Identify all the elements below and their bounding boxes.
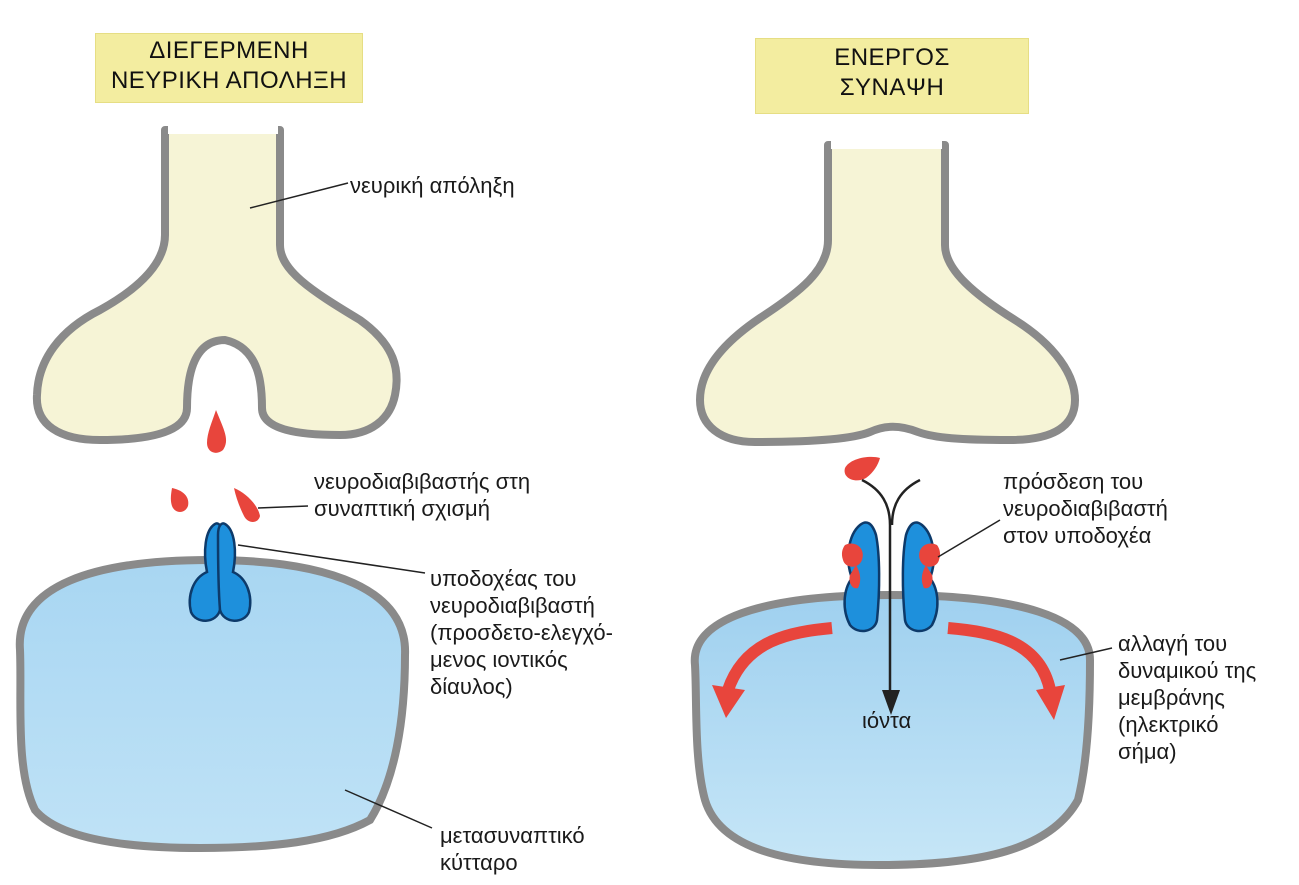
label-receptor-line-2: νευροδιαβιβαστή xyxy=(430,592,613,619)
left-transmitter-drop-1 xyxy=(207,410,226,453)
label-binding-line-2: νευροδιαβιβαστή xyxy=(1003,495,1168,522)
label-potential-line-3: μεμβράνης xyxy=(1118,684,1256,711)
label-postsynaptic: μετασυναπτικό κύτταρο xyxy=(440,822,585,876)
label-nerve-ending: νευρική απόληξη xyxy=(350,172,515,199)
right-title: ΕΝΕΡΓΟΣ ΣΥΝΑΨΗ xyxy=(755,38,1029,114)
left-transmitter-drop-3 xyxy=(234,488,260,522)
left-transmitter-drop-2 xyxy=(171,488,188,512)
label-potential-line-5: σήμα) xyxy=(1118,738,1256,765)
right-title-line-2: ΣΥΝΑΨΗ xyxy=(756,73,1028,103)
left-title: ΔΙΕΓΕΡΜΕΝΗ ΝΕΥΡΙΚΗ ΑΠΟΛΗΞΗ xyxy=(95,33,363,103)
label-receptor: υποδοχέας του νευροδιαβιβαστή (προσδετο-… xyxy=(430,565,613,700)
label-postsynaptic-line-2: κύτταρο xyxy=(440,849,585,876)
label-ions: ιόντα xyxy=(862,707,911,734)
label-transmitter-line-1: νευροδιαβιβαστής στη xyxy=(314,468,530,495)
left-title-line-2: ΝΕΥΡΙΚΗ ΑΠΟΛΗΞΗ xyxy=(96,66,362,96)
label-binding-line-3: στον υποδοχέα xyxy=(1003,522,1168,549)
label-transmitter-line-2: συναπτική σχισμή xyxy=(314,495,530,522)
label-receptor-line-4: μενος ιοντικός xyxy=(430,646,613,673)
left-title-line-1: ΔΙΕΓΕΡΜΕΝΗ xyxy=(96,36,362,66)
label-binding: πρόσδεση του νευροδιαβιβαστή στον υποδοχ… xyxy=(1003,468,1168,549)
label-potential-line-4: (ηλεκτρικό xyxy=(1118,711,1256,738)
label-potential: αλλαγή του δυναμικού της μεμβράνης (ηλεκ… xyxy=(1118,630,1256,765)
right-title-line-1: ΕΝΕΡΓΟΣ xyxy=(756,43,1028,73)
leader-binding xyxy=(938,520,1000,557)
label-receptor-line-3: (προσδετο-ελεγχό- xyxy=(430,619,613,646)
right-nerve-terminal xyxy=(700,145,1075,442)
label-receptor-line-1: υποδοχέας του xyxy=(430,565,613,592)
label-potential-line-2: δυναμικού της xyxy=(1118,657,1256,684)
label-transmitter: νευροδιαβιβαστής στη συναπτική σχισμή xyxy=(314,468,530,522)
leader-transmitter xyxy=(258,506,308,508)
label-nerve-ending-text: νευρική απόληξη xyxy=(350,172,515,199)
label-postsynaptic-line-1: μετασυναπτικό xyxy=(440,822,585,849)
label-receptor-line-5: δίαυλος) xyxy=(430,673,613,700)
left-nerve-terminal xyxy=(37,130,397,440)
label-potential-line-1: αλλαγή του xyxy=(1118,630,1256,657)
label-ions-text: ιόντα xyxy=(862,707,911,734)
label-binding-line-1: πρόσδεση του xyxy=(1003,468,1168,495)
right-transmitter-drop xyxy=(845,457,880,481)
